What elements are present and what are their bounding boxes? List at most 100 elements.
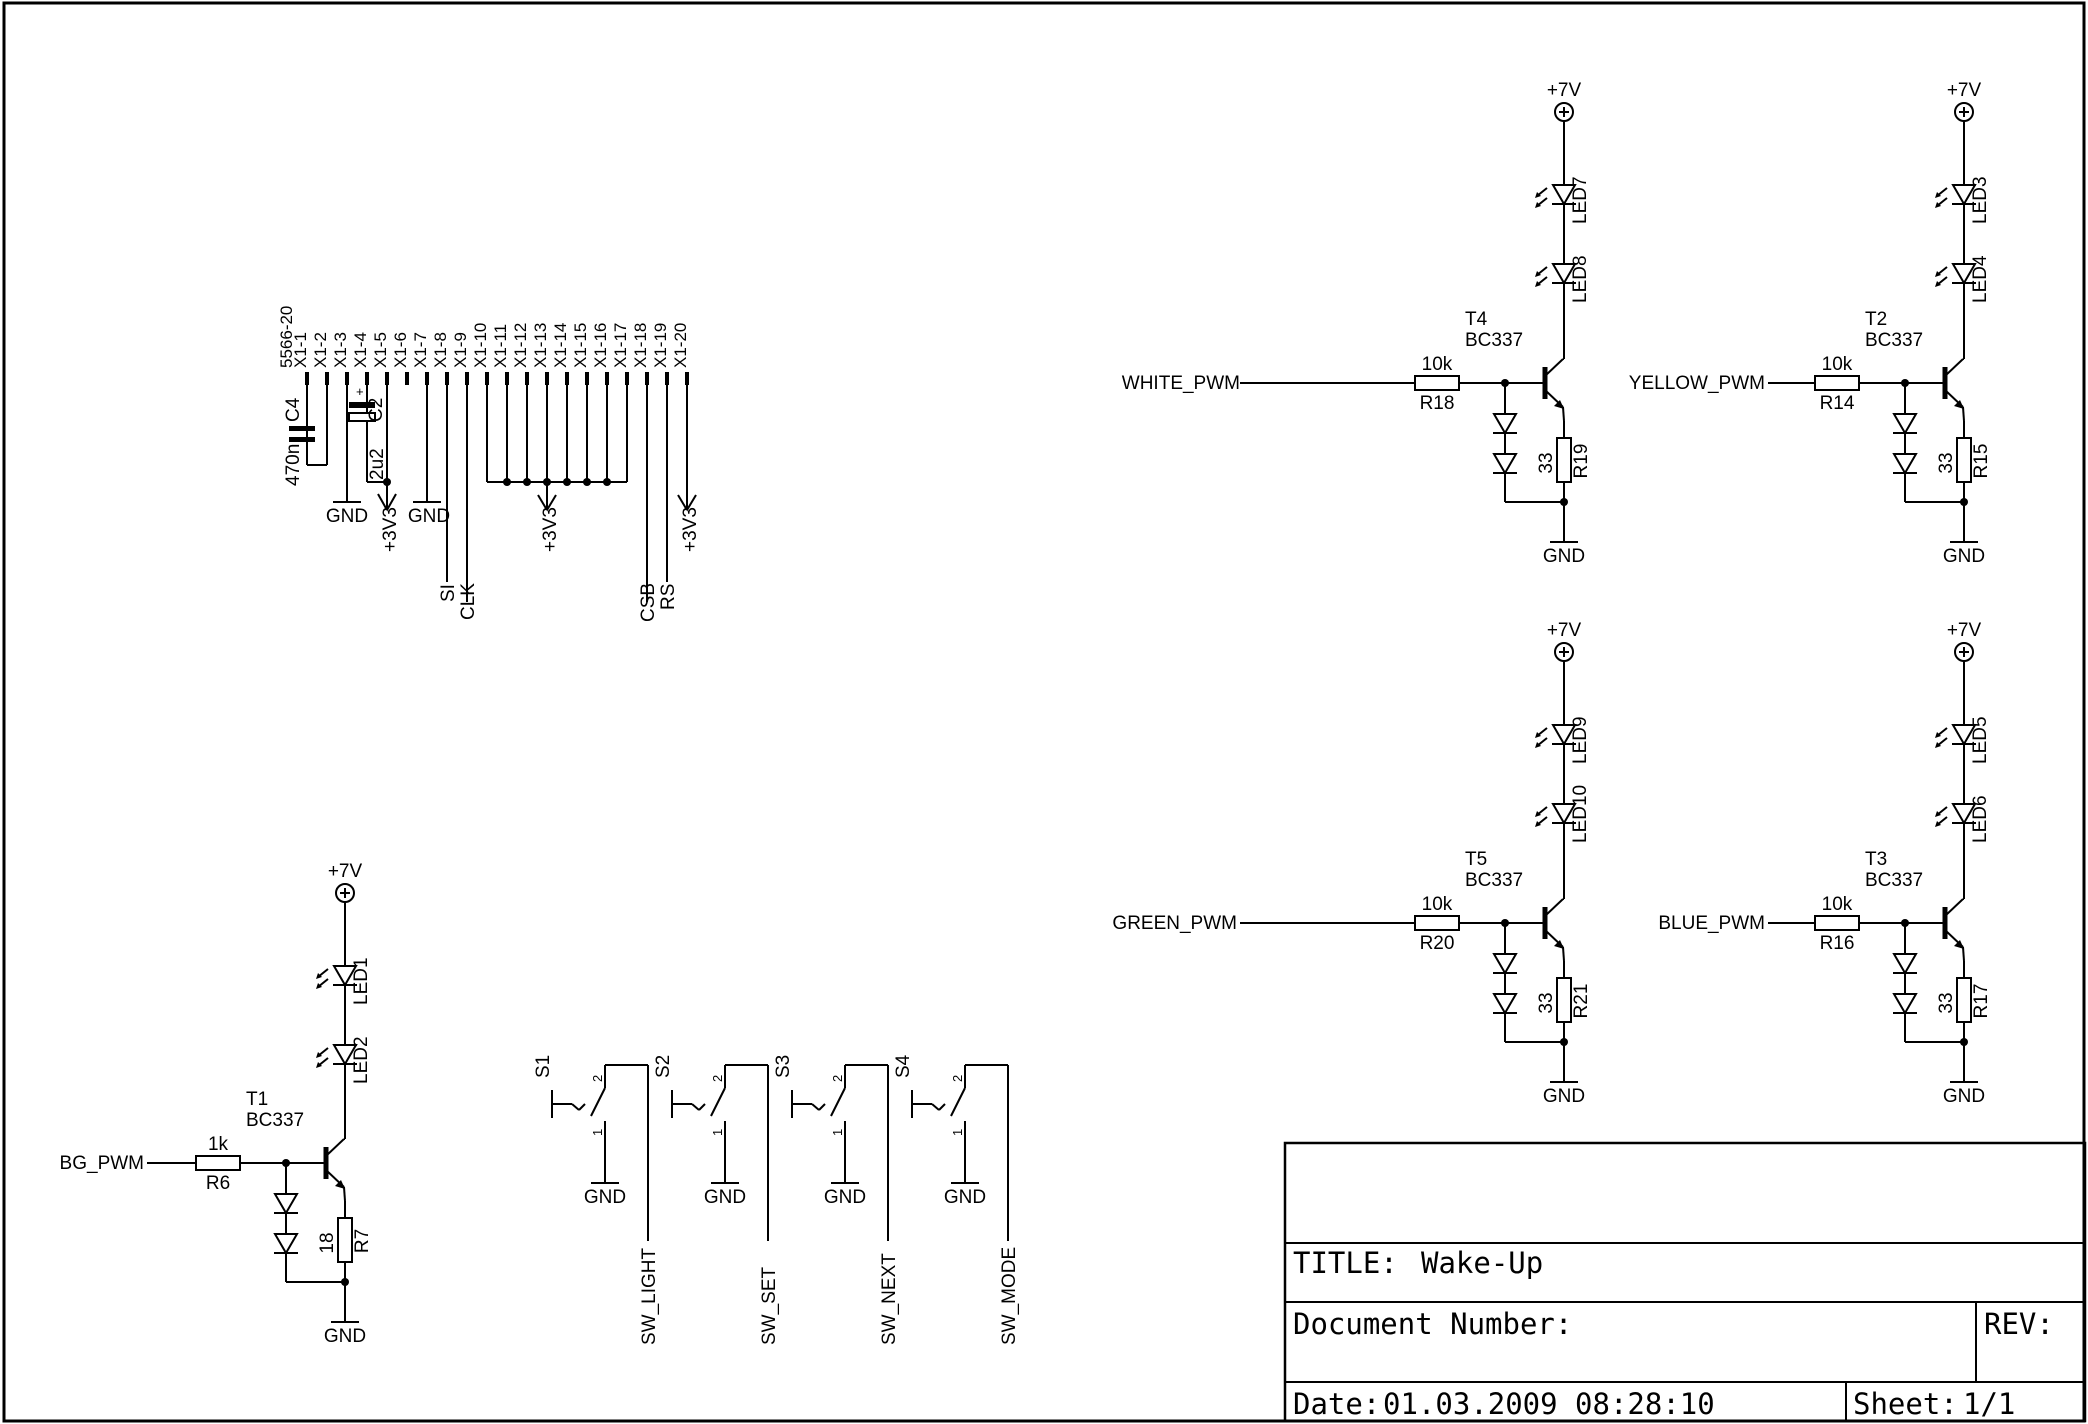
wire [386,493,397,511]
sheet-label: Sheet: [1853,1387,1958,1421]
net-label: GREEN_PWM [1112,913,1237,934]
pin-label: X1-12 [511,323,530,368]
pin-number: 2 [590,1075,605,1082]
junction-dot [503,478,511,486]
pin-stub [465,372,469,385]
resistor-value: 10k [1422,894,1453,915]
resistor-name: R21 [1571,984,1592,1019]
pin-label: X1-1 [291,332,310,368]
wire [537,494,548,511]
net-rs-label: RS [658,584,679,610]
emitter-resistor [337,1217,353,1263]
switch-name: S4 [893,1054,914,1078]
diode-icon [1492,953,1518,974]
resistor-name: R14 [1820,393,1855,414]
diode-icon [1892,953,1918,974]
led-label: LED8 [1570,255,1591,303]
supply-label: +7V [1547,620,1582,641]
c2-plate [349,402,375,408]
pin-number: 2 [830,1075,845,1082]
npn-transistor-icon [1945,359,1964,409]
sheet-value: 1/1 [1963,1387,2015,1421]
switch-net-label: SW_SET [759,1266,780,1345]
pin-number: 1 [950,1129,965,1136]
resistor-name: R17 [1971,984,1992,1019]
junction-dot [583,478,591,486]
net-label: WHITE_PWM [1122,373,1240,394]
wire [811,1103,820,1111]
v33-label: +3V3 [380,507,401,552]
pin-number: 2 [710,1075,725,1082]
pin-stub [445,372,449,385]
transistor-name: T4 [1465,309,1488,330]
switch-name: S1 [533,1055,554,1078]
c4-name: C4 [283,397,304,422]
base-resistor [1814,375,1860,391]
wire [1962,946,1965,962]
pin-stub [565,372,569,385]
net-label: YELLOW_PWM [1629,373,1765,394]
transistor-type: BC337 [1465,870,1523,891]
c4-value: 470n [283,444,304,486]
emitter-resistor [1956,977,1972,1023]
pin-stub [605,372,609,385]
transistor-name: T1 [246,1089,268,1110]
junction-dot [341,1278,349,1286]
pin-stub [505,372,509,385]
npn-transistor-icon [1545,359,1564,409]
transistor-type: BC337 [246,1110,304,1131]
supply-icon [335,883,355,903]
pin-label: X1-11 [491,324,510,368]
wire [578,1103,586,1111]
resistor-name: R16 [1820,933,1855,954]
resistor-value: 33 [1936,992,1957,1013]
diode-icon [1892,413,1918,434]
junction-dot [1960,1038,1968,1046]
junction-dot [1960,498,1968,506]
wire [571,1103,580,1111]
led-label: LED4 [1970,255,1991,303]
resistor-value: 33 [1936,452,1957,473]
pin-label: X1-20 [671,323,690,368]
supply-icon [1954,642,1974,662]
v33-label: +3V3 [680,507,701,552]
pin-stub [325,372,329,385]
switch-group: S121GNDSW_LIGHTS221GNDSW_SETS321GNDSW_NE… [533,1054,1020,1345]
resistor-name: R15 [1971,444,1992,479]
pin-stub [685,372,689,385]
wire [343,1186,346,1202]
title-value: Wake-Up [1421,1246,1543,1280]
switch-net-label: SW_MODE [999,1247,1020,1345]
transistor-name: T2 [1865,309,1887,330]
pin-stub [545,372,549,385]
connector-name: 5566-20 [277,306,296,368]
title-label: TITLE: [1293,1246,1398,1280]
switch-name: S2 [653,1055,674,1078]
document-number-label: Document Number: [1293,1307,1572,1341]
pin-label: X1-7 [411,332,430,368]
junction-dot [563,478,571,486]
c4-plate [289,437,315,442]
date-label: Date: [1293,1387,1380,1421]
switch-net-label: SW_LIGHT [639,1247,660,1345]
supply-icon [1554,642,1574,662]
pin-label: X1-14 [551,323,570,368]
resistor-value: 33 [1536,452,1557,473]
wire [950,1087,966,1117]
date-value: 01.03.2009 08:28:10 [1383,1387,1715,1421]
resistor-value: 1k [208,1134,229,1155]
switch-name: S3 [773,1055,794,1078]
supply-icon [1954,102,1974,122]
emitter-resistor [1956,437,1972,483]
wire [1962,406,1965,422]
gnd-label: GND [324,1326,366,1347]
junction-dot [603,478,611,486]
